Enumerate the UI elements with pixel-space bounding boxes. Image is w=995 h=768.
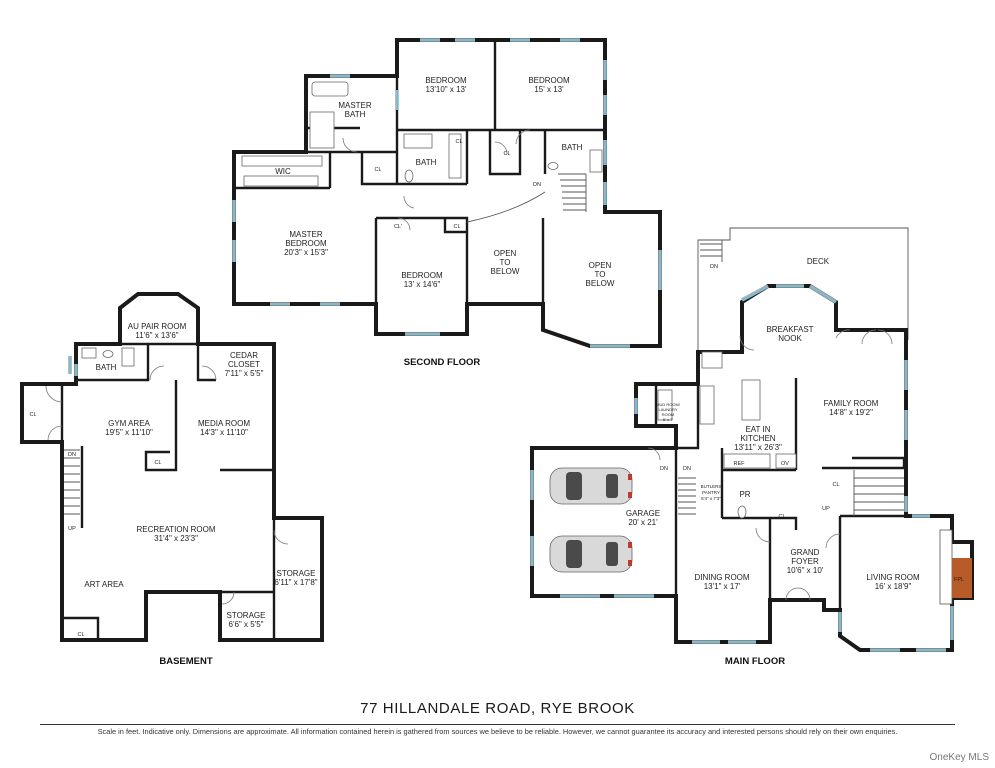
deck-down-label: DN: [710, 264, 718, 270]
basement-title: BASEMENT: [159, 656, 213, 667]
closet-e-label: CL: [453, 224, 460, 230]
living-room-label: LIVING ROOM: [866, 573, 920, 582]
deck-label: DECK: [807, 257, 830, 266]
family-room-label: FAMILY ROOM: [824, 399, 879, 408]
basement-bath-label: BATH: [96, 363, 117, 372]
open-to-below-1-l2: TO: [500, 258, 511, 267]
breakfast-nook-label-2: NOOK: [778, 334, 802, 343]
garage-dim: 20' x 21': [628, 518, 658, 527]
dining-room-label: DINING ROOM: [694, 573, 749, 582]
property-address: 77 HILLANDALE ROAD, RYE BROOK: [360, 700, 635, 717]
powder-room-label: PR: [739, 490, 750, 499]
closet-d-label: CL': [394, 224, 402, 230]
recreation-room-label: RECREATION ROOM: [137, 525, 216, 534]
butlers-pantry-label-1: BUTLERS: [701, 484, 722, 489]
master-bedroom-label-2: BEDROOM: [285, 239, 327, 248]
open-to-below-1-l3: BELOW: [491, 267, 520, 276]
bedroom-1-dim: 13'10" x 13': [425, 85, 467, 94]
storage-1-label: STORAGE: [277, 569, 316, 578]
bath-b-label: BATH: [562, 143, 583, 152]
grand-foyer-dim: 10'6" x 10': [787, 566, 824, 575]
storage-2-dim: 6'6" x 5'5": [229, 620, 264, 629]
kitchen-dim: 13'11" x 26'3": [734, 443, 782, 452]
bath-a-label: BATH: [416, 158, 437, 167]
master-bedroom-dim: 20'3" x 15'3": [284, 248, 328, 257]
grand-foyer-label-1: GRAND: [791, 548, 820, 557]
main-down-1-label: DN: [660, 466, 668, 472]
recreation-room-dim: 31'4" x 23'3": [154, 534, 198, 543]
breakfast-nook-label-1: BREAKFAST: [766, 325, 813, 334]
garage-car-2: [549, 535, 633, 573]
butlers-pantry-dim: 5'4" x 7'3": [701, 496, 721, 501]
gym-area-dim: 19'5" x 11'10": [105, 428, 153, 437]
divider-line: [40, 724, 955, 725]
storage-2-label: STORAGE: [227, 611, 266, 620]
open-to-below-2-l2: TO: [595, 270, 606, 279]
watermark: OneKey MLS: [929, 752, 989, 763]
fireplace-label: FPL: [954, 577, 964, 583]
main-closet-2-label: CL: [778, 514, 785, 520]
basement-closet-1-label: CL: [29, 412, 36, 418]
master-bath-label-1: MASTER: [338, 101, 372, 110]
basement-up-label: UP: [68, 526, 76, 532]
open-to-below-2-l1: OPEN: [589, 261, 612, 270]
mudroom-label-3: ROOM: [662, 412, 674, 417]
au-pair-dim: 11'6" x 13'6": [135, 331, 178, 340]
main-closet-1-label: CL: [832, 482, 839, 488]
mudroom-label-1: MUD ROOM/: [656, 402, 681, 407]
cedar-closet-dim: 7'11" x 5'5": [225, 369, 264, 378]
living-room-dim: 16' x 18'9": [875, 582, 912, 591]
family-room-dim: 14'8" x 19'2": [829, 408, 873, 417]
cedar-closet-label-1: CEDAR: [230, 351, 258, 360]
bedroom-3-label: BEDROOM: [401, 271, 443, 280]
storage-1-dim: 6'11" x 17'8": [274, 578, 317, 587]
bedroom-1-label: BEDROOM: [425, 76, 467, 85]
open-to-below-2-l3: BELOW: [586, 279, 615, 288]
master-bath-label-2: BATH: [345, 110, 366, 119]
bedroom-2-dim: 15' x 13': [534, 85, 564, 94]
refrigerator-label: REF: [734, 461, 746, 467]
main-up-label: UP: [822, 506, 830, 512]
disclaimer-text: Scale in feet. Indicative only. Dimensio…: [97, 727, 898, 736]
floor-plan: BEDROOM 13'10" x 13' BEDROOM 15' x 13' M…: [20, 38, 974, 667]
media-room-label: MEDIA ROOM: [198, 419, 250, 428]
main-floor-title: MAIN FLOOR: [725, 656, 785, 667]
cedar-closet-label-2: CLOSET: [228, 360, 260, 369]
butlers-pantry-label-2: PANTRY: [702, 490, 720, 495]
art-area-label: ART AREA: [84, 580, 124, 589]
mudroom-dim: 5' x 7': [663, 417, 673, 422]
bedroom-2-label: BEDROOM: [528, 76, 570, 85]
second-floor-title: SECOND FLOOR: [404, 357, 481, 368]
dining-room-dim: 13'1" x 17': [704, 582, 741, 591]
second-floor-plan: BEDROOM 13'10" x 13' BEDROOM 15' x 13' M…: [232, 38, 662, 368]
kitchen-label-2: KITCHEN: [740, 434, 775, 443]
second-floor-down-label: DN: [533, 182, 541, 188]
grand-foyer-label-2: FOYER: [791, 557, 819, 566]
closet-c-label: CL: [503, 151, 510, 157]
basement-plan: AU PAIR ROOM 11'6" x 13'6" CEDAR CLOSET …: [20, 292, 324, 667]
open-to-below-1-l1: OPEN: [494, 249, 517, 258]
mudroom-label-2: LAUNDRY: [658, 407, 677, 412]
gym-area-label: GYM AREA: [108, 419, 150, 428]
bedroom-3-dim: 13' x 14'6": [404, 280, 441, 289]
garage-car-1: [549, 467, 633, 505]
closet-b-label: CL: [455, 139, 462, 145]
main-down-2-label: DN: [683, 466, 691, 472]
garage-label: GARAGE: [626, 509, 660, 518]
master-bedroom-label-1: MASTER: [289, 230, 323, 239]
au-pair-label: AU PAIR ROOM: [128, 322, 187, 331]
main-floor-plan: DECK DN BREAKFAST NOOK MUD ROOM/ LAUNDRY…: [530, 227, 974, 667]
media-room-dim: 14'3" x 11'10": [200, 428, 248, 437]
closet-a-label: CL: [374, 167, 381, 173]
basement-closet-2-label: CL: [154, 460, 161, 466]
oven-label: OV: [781, 461, 789, 467]
basement-down-label: DN: [68, 452, 76, 458]
wic-label: WIC: [275, 167, 291, 176]
basement-closet-3-label: CL: [77, 632, 84, 638]
kitchen-label-1: EAT IN: [745, 425, 770, 434]
